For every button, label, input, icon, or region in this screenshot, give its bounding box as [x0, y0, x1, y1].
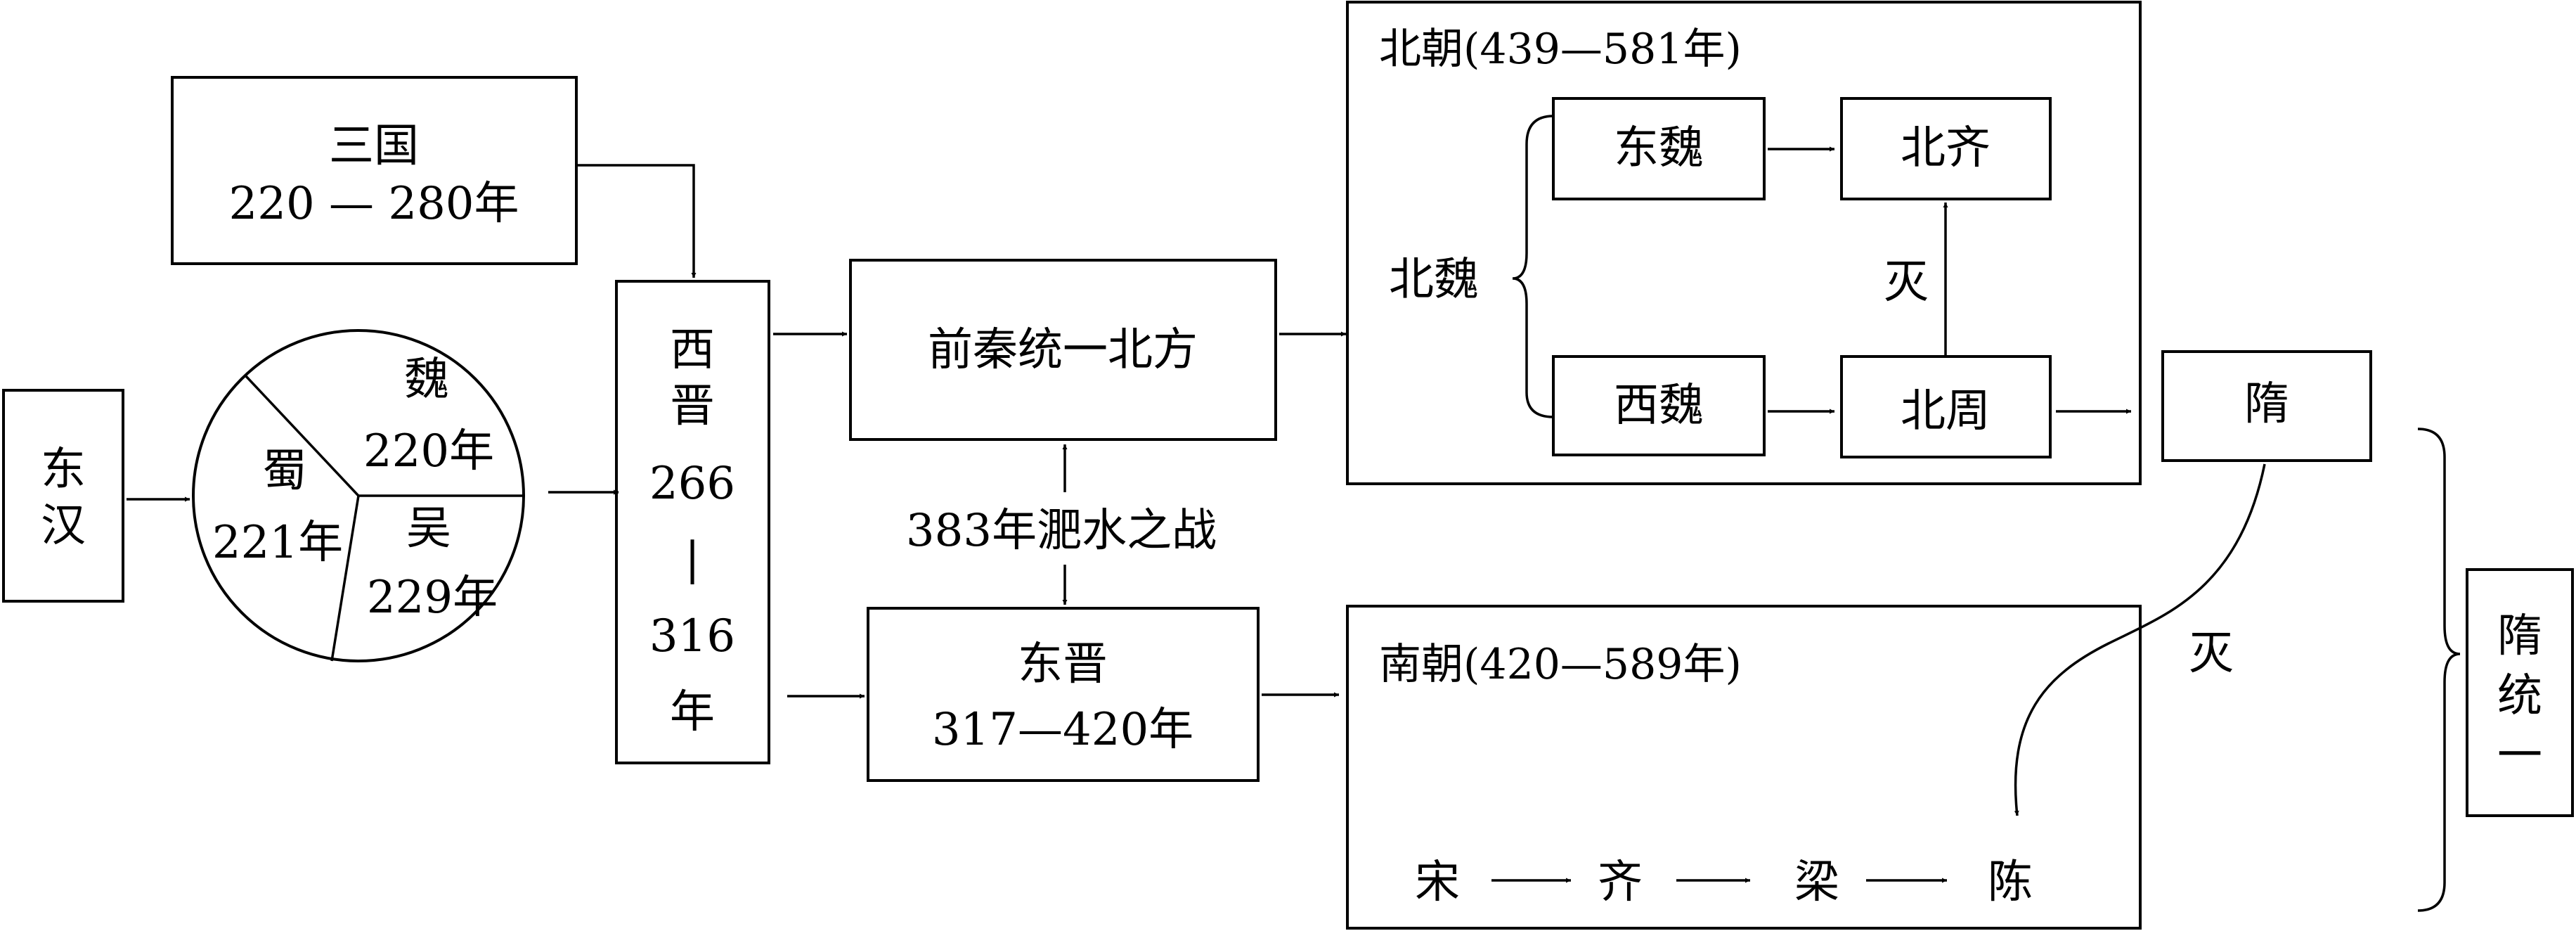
qi-label: 齐: [1598, 856, 1643, 908]
unification-brace: [2417, 428, 2461, 912]
beiqi-label: 北齐: [1901, 122, 1991, 174]
donghan-char-1: 东: [41, 444, 86, 496]
beichao-region: 北朝(439—581年) 北魏 东魏 北齐 西魏 北周 灭: [1346, 1, 2142, 485]
nanchao-region: 南朝(420—589年) 宋 齐 梁 陈: [1346, 605, 2142, 930]
dongjin-node: 东晋 317—420年: [867, 607, 1260, 782]
beizhou-box: [1840, 355, 2052, 458]
xijin-char-2: 晋: [670, 380, 715, 432]
dongjin-name: 东晋: [1018, 638, 1108, 691]
xijin-nian: 年: [670, 686, 715, 738]
sui-unify-char-2: 统: [2497, 670, 2542, 722]
arrow-sui-destroys-chen: [2014, 463, 2266, 816]
xiwei-box: [1552, 355, 1766, 456]
sui-label: 隋: [2244, 378, 2289, 430]
dongwei-box: [1552, 97, 1766, 200]
song-label: 宋: [1415, 856, 1460, 908]
xijin-dash: |: [685, 533, 700, 585]
liang-label: 梁: [1794, 856, 1839, 908]
beichao-title: 北朝(439—581年): [1379, 25, 1742, 74]
beiqi-box: [1840, 97, 2052, 200]
sui-node: 隋: [2161, 350, 2372, 462]
shu-year: 221年: [212, 517, 343, 569]
dongwei-label: 东魏: [1614, 122, 1704, 174]
wu-label: 吴: [406, 503, 451, 555]
chen-label: 陈: [1988, 856, 2033, 908]
sui-unify-char-3: 一: [2497, 730, 2542, 782]
donghan-node: 东 汉: [2, 389, 124, 603]
xijin-end-year: 316: [649, 610, 735, 662]
xijin-node: 西 晋 266 | 316 年: [615, 280, 770, 764]
sui-unify-char-1: 隋: [2497, 610, 2542, 662]
sanguo-circle: 魏 220年 蜀 221年 吴 229年: [192, 329, 525, 662]
wei-year: 220年: [363, 425, 494, 477]
wei-label: 魏: [404, 354, 449, 406]
dongjin-years: 317—420年: [932, 704, 1193, 756]
arrow-sanguo-to-xijin-top: [576, 164, 697, 278]
beizhou-label: 北周: [1901, 385, 1991, 437]
sanguo-node: 三国 220 — 280年: [171, 76, 578, 265]
beiwei-label: 北魏: [1389, 254, 1479, 306]
shu-label: 蜀: [262, 445, 307, 497]
sui-unify-node: 隋 统 一: [2466, 568, 2574, 817]
sui-mie-label: 灭: [2189, 628, 2234, 680]
qianqin-label: 前秦统一北方: [928, 324, 1198, 376]
donghan-char-2: 汉: [41, 500, 86, 552]
sanguo-years: 220 — 280年: [229, 178, 519, 230]
beizhou-mie-label: 灭: [1884, 257, 1929, 309]
xijin-char-1: 西: [670, 324, 715, 376]
xiwei-label: 西魏: [1614, 380, 1704, 432]
feishui-battle-label: 383年淝水之战: [906, 505, 1217, 557]
wu-year: 229年: [367, 572, 498, 624]
nanchao-title: 南朝(420—589年): [1379, 640, 1742, 689]
beiwei-brace: [1512, 115, 1554, 418]
xijin-start-year: 266: [649, 458, 735, 510]
qianqin-node: 前秦统一北方: [849, 259, 1277, 441]
sanguo-name: 三国: [329, 120, 419, 172]
divider-wei-shu: [245, 375, 360, 497]
divider-shu-wu: [330, 495, 360, 662]
